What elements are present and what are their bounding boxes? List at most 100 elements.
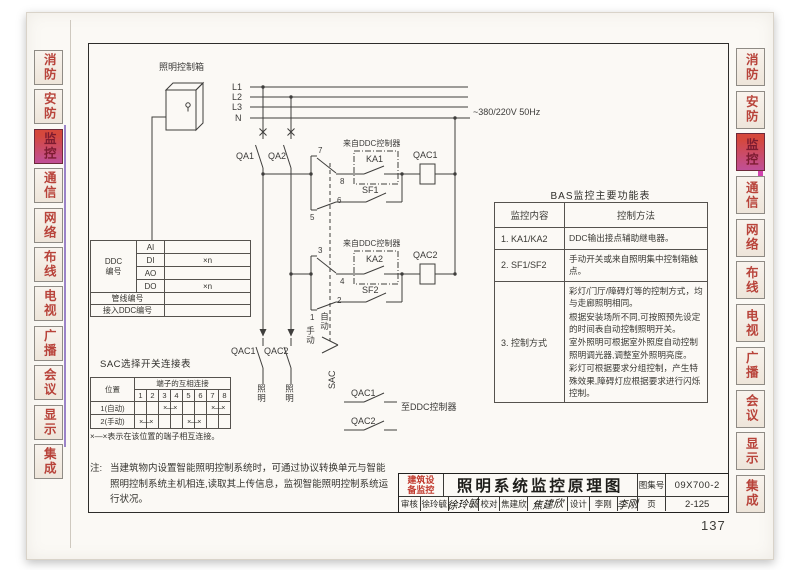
- tab-label: 广播: [743, 351, 758, 381]
- bas-row-item: 2. SF1/SF2: [494, 249, 565, 282]
- atlas-number-label: 图集号: [638, 474, 667, 496]
- power-lines: [250, 86, 470, 119]
- ddc-point-value: [164, 240, 251, 254]
- bas-method-line: 室外照明可根据室外照度自动控制照明调光器,调整室外照明亮度。: [569, 337, 698, 360]
- proofreader-signature: 焦建欣: [528, 497, 568, 512]
- page-edge-line: [70, 20, 71, 548]
- tab-label: 广播: [41, 328, 56, 358]
- circuit-ka1-sf1: [263, 150, 455, 211]
- sac-col: 8: [218, 389, 231, 402]
- bas-header-method: 控制方法: [564, 202, 708, 228]
- tab-label: 消防: [41, 53, 56, 82]
- tab-broadcast: 广播: [736, 346, 765, 385]
- designer-name: 李刚: [590, 497, 618, 511]
- bas-method-line: 手动开关或来自照明集中控制箱触点。: [569, 254, 698, 277]
- atlas-number-value: 09X700-2: [674, 479, 720, 491]
- review-label: 审核: [399, 497, 421, 511]
- bas-header-content: 监控内容: [494, 202, 565, 228]
- tab-label: 网络: [41, 210, 56, 240]
- tab-conference: 会议: [736, 389, 765, 428]
- tab-broadcast: 广播: [34, 325, 63, 361]
- ddc-point-value: [164, 266, 251, 280]
- breaker-label-qa2: QA2: [268, 151, 287, 161]
- tab-tv: 电视: [736, 304, 765, 343]
- main-contact-qac1: [255, 338, 264, 384]
- voltage-label: ~380/220V 50Hz: [473, 107, 541, 117]
- contactor-coil-qac1: [419, 163, 436, 185]
- pipe-number-value: [164, 292, 251, 305]
- category-cell: 建筑设备监控: [399, 474, 444, 496]
- breaker-qa1: [255, 87, 267, 336]
- terminal-8: 8: [340, 177, 345, 186]
- sac-col: 2: [146, 389, 159, 402]
- bas-table-title: BAS监控主要功能表: [550, 191, 651, 202]
- sac-table-title: SAC选择开关连接表: [100, 359, 192, 370]
- from-ddc-label-1: 来自DDC控制器: [343, 139, 401, 148]
- connection-mark-1-2: ×—×: [139, 419, 153, 426]
- main-contact-qac2: [283, 338, 292, 384]
- breaker-qa2: [283, 97, 295, 336]
- sac-linkage: [321, 163, 339, 354]
- tab-monitoring-active: 监控: [736, 133, 765, 172]
- tab-tv: 电视: [34, 286, 63, 322]
- tab-conference: 会议: [34, 365, 63, 401]
- tab-label: 显示: [41, 407, 56, 437]
- lighting-load-label-2: 照明: [284, 384, 295, 403]
- bas-method-line: 根据安装场所不同,可按照预先设定的时间表自动控制照明开关。: [569, 311, 701, 335]
- ddc-group-cell: DDC 编号: [90, 240, 137, 293]
- tab-communication: 通信: [34, 168, 63, 204]
- page-label: 页: [638, 497, 667, 511]
- tab-monitoring-active: 监控: [34, 128, 63, 164]
- tab-label: 会议: [41, 368, 56, 398]
- title-block: 建筑设备监控 照明系统监控原理图 图集号 09X700-2 审核 徐玲毓 徐玲毓…: [398, 473, 729, 513]
- bas-row-item: 1. KA1/KA2: [494, 227, 565, 250]
- connection-mark-7-8: ×—×: [211, 405, 225, 412]
- reviewer-name: 徐玲毓: [421, 497, 449, 511]
- ddc-group-line2: 编号: [105, 266, 122, 276]
- tab-label: 通信: [743, 180, 758, 210]
- sac-col: 7: [206, 389, 219, 402]
- phase-label-l1: L1: [232, 82, 243, 92]
- tab-label: 监控: [41, 131, 56, 161]
- sac-legend: ×—×表示在该位置的端子相互连接。: [90, 432, 220, 441]
- tab-label: 电视: [743, 308, 758, 338]
- tab-cabling: 布线: [736, 261, 765, 300]
- terminal-7: 7: [318, 146, 323, 155]
- terminal-6: 6: [337, 196, 342, 205]
- tab-label: 电视: [41, 289, 56, 319]
- aux-contacts-to-ddc: [344, 392, 397, 431]
- bas-method-line: 彩灯/门厅/障碍灯等的控制方式，均与走廊照明相同。: [569, 285, 703, 309]
- main-contact-label-qac2: QAC2: [264, 346, 289, 356]
- page-folio: 137: [701, 518, 726, 533]
- relay-label-ka1: KA1: [366, 154, 384, 164]
- aux-contact-label-qac1: QAC1: [351, 388, 376, 398]
- sac-col: 3: [158, 389, 171, 402]
- tab-label: 布线: [743, 265, 758, 295]
- tab-label: 安防: [41, 92, 56, 122]
- tab-label: 集成: [743, 479, 758, 509]
- phase-label-l2: L2: [232, 92, 243, 102]
- bas-function-table: 监控内容 控制方法 1. KA1/KA2 DDC输出接点辅助继电器。 2. SF…: [494, 202, 708, 404]
- bas-row-item: 3. 控制方式: [494, 280, 565, 404]
- proofreader-name: 焦建欣: [501, 497, 529, 511]
- ddc-point-type: AO: [136, 266, 165, 280]
- connection-mark-5-6: ×—×: [187, 419, 201, 426]
- sac-terminals-header: 端子的互相连接: [134, 377, 231, 390]
- sac-label: SAC: [327, 370, 337, 389]
- terminal-5: 5: [310, 213, 315, 222]
- relay-label-ka2: KA2: [366, 254, 384, 264]
- sac-row-manual-label: 2(手动): [90, 414, 135, 429]
- tab-security: 安防: [34, 89, 63, 125]
- tab-label: 通信: [41, 171, 56, 201]
- tab-label: 集成: [41, 446, 56, 476]
- chapter-tabs-left: 消防 安防 监控 通信 网络 布线 电视 广播 会议 显示 集成: [34, 50, 63, 483]
- tab-label: 消防: [743, 52, 758, 82]
- control-box-label: 照明控制箱: [159, 62, 205, 72]
- tab-communication: 通信: [736, 176, 765, 215]
- tab-integration: 集成: [34, 443, 63, 479]
- tab-cabling: 布线: [34, 246, 63, 282]
- switch-label-sf2: SF2: [362, 285, 379, 295]
- tab-label: 布线: [41, 249, 56, 279]
- signature: 徐玲毓: [447, 497, 480, 512]
